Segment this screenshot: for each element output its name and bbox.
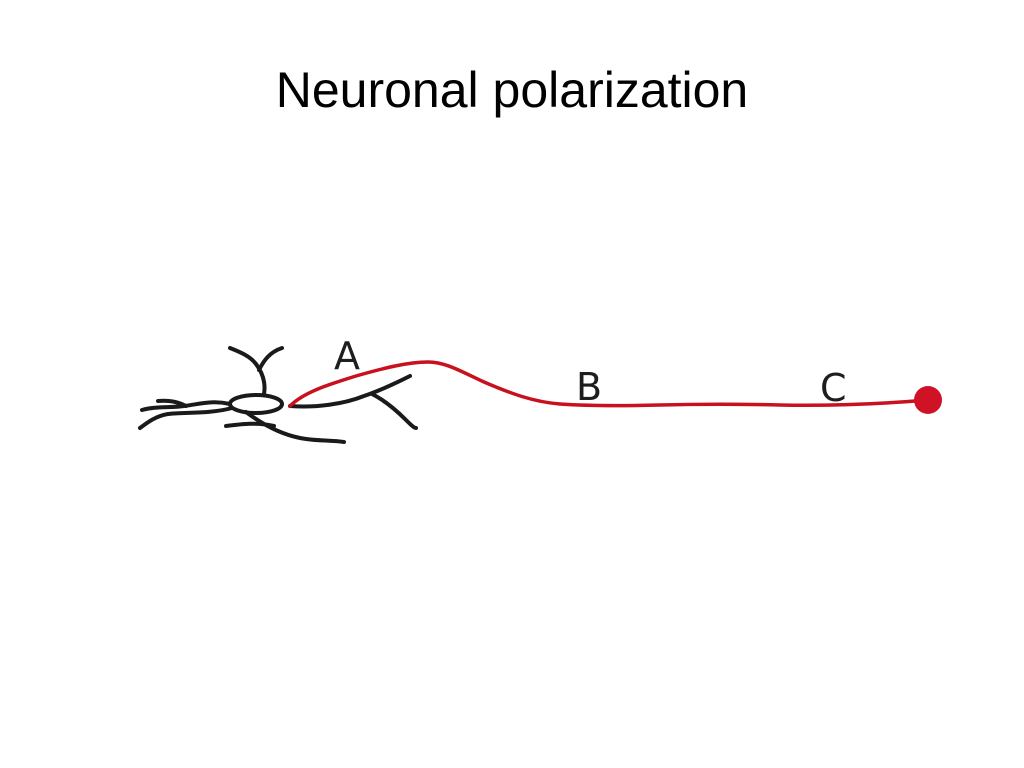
dendrite-upper-branch (257, 346, 284, 372)
axon (288, 360, 930, 408)
dendrite-right (288, 374, 412, 409)
label-a: A (334, 334, 360, 378)
label-b: B (576, 365, 602, 409)
slide-title: Neuronal polarization (275, 62, 749, 118)
dendrite-left-branch (156, 398, 188, 408)
neuron-soma (228, 393, 284, 415)
dendrite-lower-long (244, 410, 346, 444)
growth-cone-dot (914, 386, 942, 414)
dendrite-left-bottom (138, 406, 234, 430)
dendrite-right-branch (370, 392, 418, 430)
dendrite-upper (228, 346, 267, 396)
neuron-cell-body-and-dendrites (138, 346, 418, 444)
label-c: C (820, 366, 847, 410)
